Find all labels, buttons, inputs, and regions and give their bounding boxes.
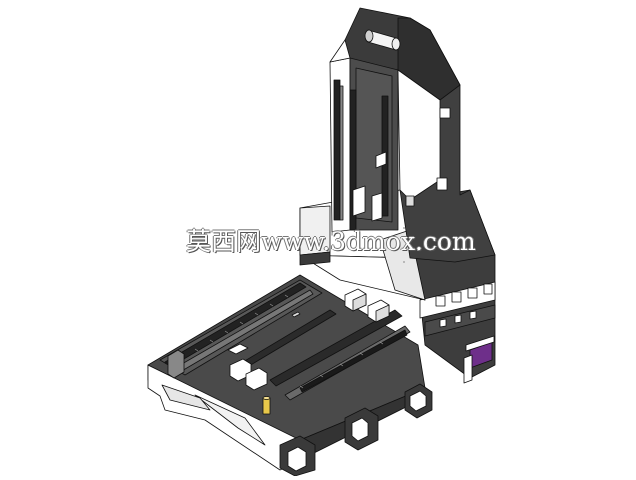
carriage-blocks	[167, 288, 390, 391]
yellow-cylinder	[262, 396, 271, 415]
watermark-text: 莫西网www.3dmox.com	[186, 227, 476, 256]
linear-rails	[164, 282, 411, 401]
machine-feet	[279, 383, 433, 477]
vertical-column	[319, 7, 496, 263]
machine-base	[147, 274, 431, 471]
spindle-cylinder	[364, 29, 401, 51]
gantry-underside	[299, 251, 331, 266]
